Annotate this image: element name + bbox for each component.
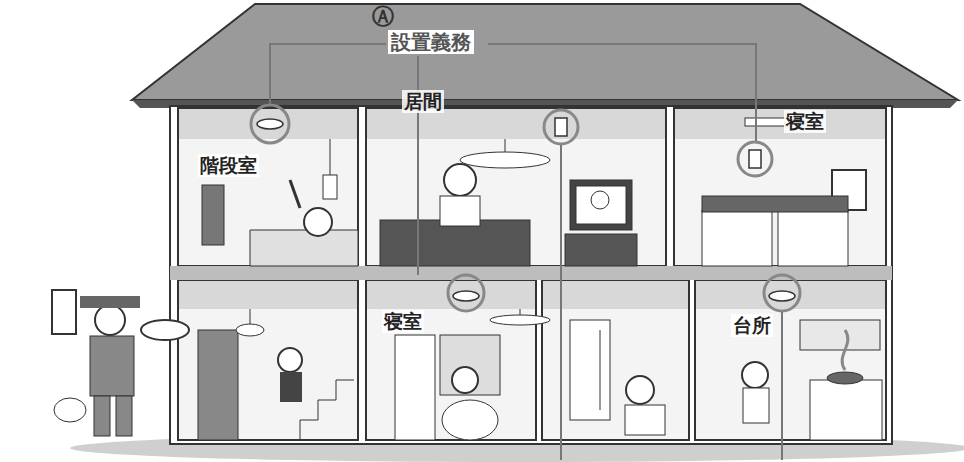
room-label: 寝室	[784, 110, 826, 133]
room-label: 寝室	[382, 310, 424, 333]
room-box: 寝室	[674, 108, 886, 266]
callout-label: 設置義務	[388, 30, 474, 54]
room-box: 居間	[366, 108, 666, 266]
room-box: 階段室	[178, 108, 358, 266]
room-box: 寝室	[366, 280, 536, 440]
callout-marker: Ⓐ	[372, 4, 394, 30]
room-label: 居間	[402, 90, 444, 113]
room-label: 台所	[731, 314, 773, 337]
room-label: 階段室	[198, 154, 259, 177]
room-box: 台所	[695, 280, 886, 440]
